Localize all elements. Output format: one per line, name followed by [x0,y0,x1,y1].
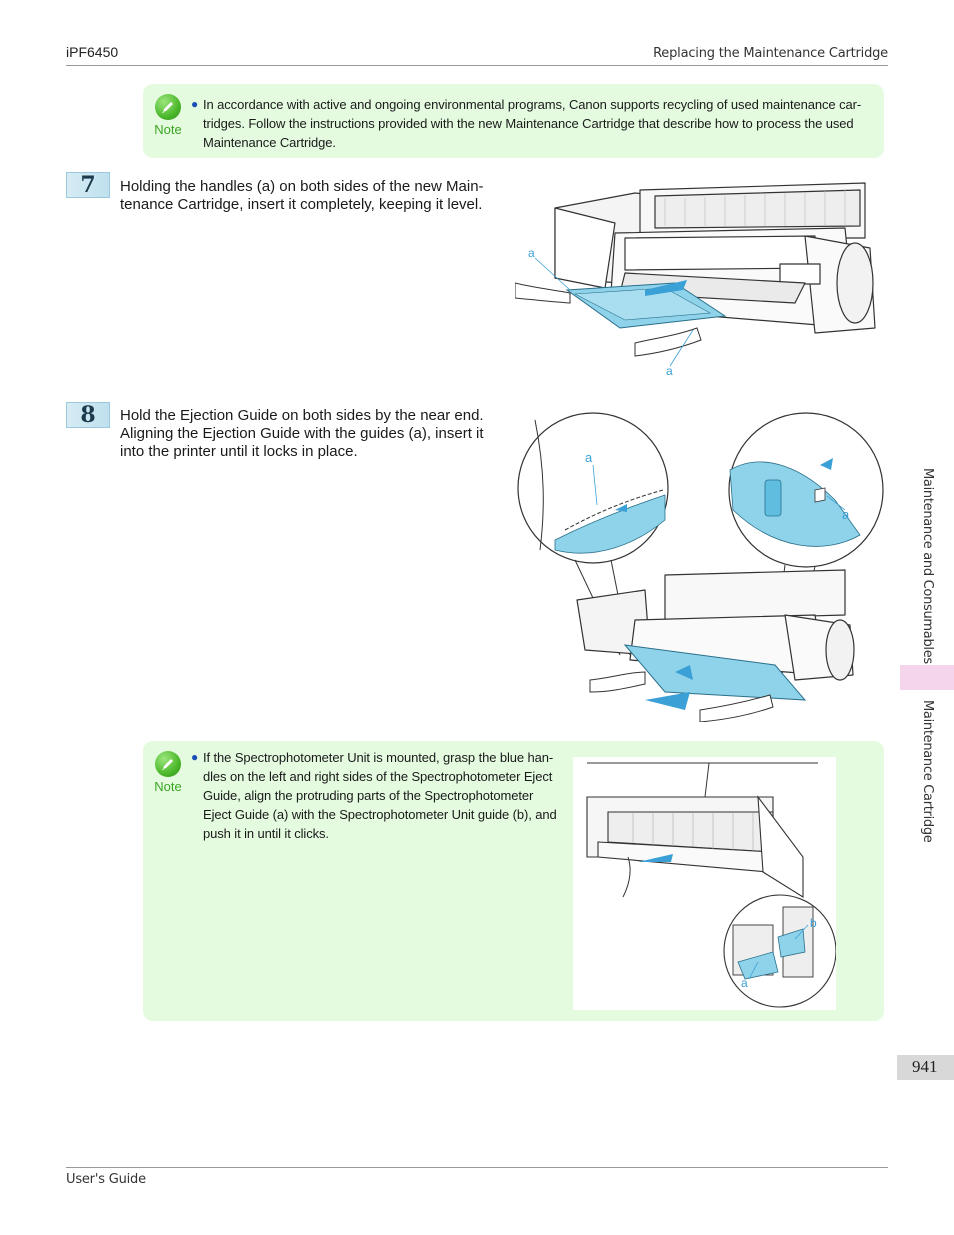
callout-a-right: a [842,507,850,522]
callout-a-top: a [528,246,535,260]
step-line: into the printer until it locks in place… [120,443,358,460]
note-label: Note [154,779,182,794]
header-rule [66,65,888,66]
page-number: 941 [912,1057,938,1076]
note-line: In accordance with active and ongoing en… [203,97,862,112]
note-line: dles on the left and right sides of the … [203,769,553,784]
note-line: push it in until it clicks. [203,826,329,841]
callout-a: a [741,976,748,990]
note-badge: Note [148,94,188,137]
header-section-title: Replacing the Maintenance Cartridge [653,46,888,61]
note-badge: Note [148,751,188,794]
note-text: ● If the Spectrophotometer Unit is mount… [191,748,576,843]
ejection-guide-illustration: a a [517,412,884,722]
side-tab-section: Maintenance Cartridge [920,700,935,843]
step-8-text: Hold the Ejection Guide on both sides by… [120,407,510,461]
bullet-icon: ● [191,750,199,764]
note-text: ● In accordance with active and ongoing … [191,95,881,152]
side-tab-chapter: Maintenance and Consumables [920,468,935,664]
header-model: iPF6450 [66,44,119,60]
bullet-icon: ● [191,97,199,111]
side-tab-highlight [900,665,954,690]
printer-cartridge-illustration: a a [515,182,876,378]
note-line: Maintenance Cartridge. [203,135,336,150]
note-box-spectrophotometer: Note ● If the Spectrophotometer Unit is … [143,741,884,1021]
note-line: Eject Guide (a) with the Spectrophotomet… [203,807,557,822]
footer-rule [66,1167,888,1168]
step-line: Holding the handles (a) on both sides of… [120,178,484,195]
callout-a-bottom: a [666,364,673,378]
footer-guide-title: User's Guide [66,1172,146,1187]
note-label: Note [154,122,182,137]
callout-a-left: a [585,450,593,465]
step-number-8: 8 [66,402,110,428]
step-line: tenance Cartridge, insert it completely,… [120,196,483,213]
callout-b: b [810,916,817,930]
note-pencil-icon [155,94,181,120]
step-line: Hold the Ejection Guide on both sides by… [120,407,484,424]
note-line: tridges. Follow the instructions provide… [203,116,854,131]
spectrophotometer-guide-illustration: b a [573,757,836,1010]
step-number-7: 7 [66,172,110,198]
step-7-text: Holding the handles (a) on both sides of… [120,178,510,214]
note-pencil-icon [155,751,181,777]
note-line: If the Spectrophotometer Unit is mounted… [203,750,554,765]
note-line: Guide, align the protruding parts of the… [203,788,534,803]
step-line: Aligning the Ejection Guide with the gui… [120,425,484,442]
page-number-box [897,1055,954,1080]
note-box-recycling: Note ● In accordance with active and ong… [143,84,884,158]
